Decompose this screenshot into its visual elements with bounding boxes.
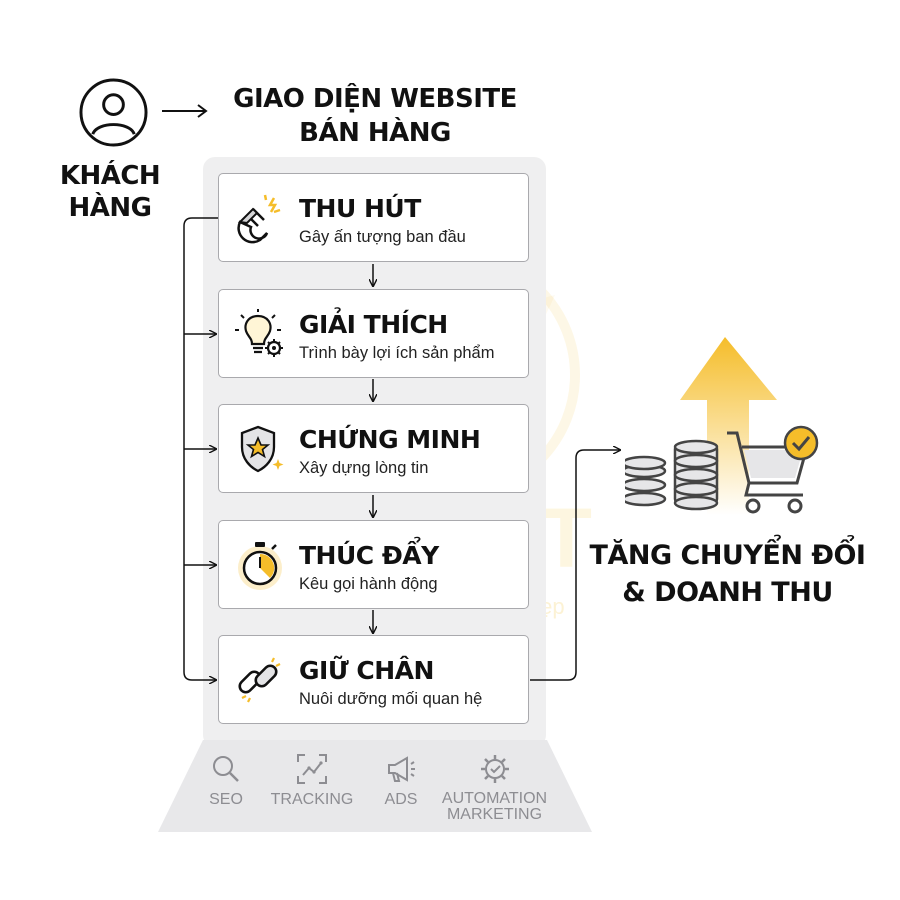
megaphone-icon (388, 756, 415, 782)
step-card-explain: GIẢI THÍCH Trình bày lợi ích sản phẩm (218, 289, 529, 378)
step-subtitle: Gây ấn tượng ban đầu (299, 228, 466, 246)
tool-ads: ADS (371, 753, 431, 808)
right-arrow-icon (162, 104, 208, 118)
step-subtitle: Nuôi dưỡng mối quan hệ (299, 690, 483, 708)
stopwatch-icon (238, 542, 282, 590)
tool-label-line1: AUTOMATION (441, 790, 548, 807)
shopping-cart-check-icon (727, 425, 819, 514)
customer-label-line1: KHÁCH (59, 161, 161, 191)
tool-seo: SEO (195, 753, 257, 808)
step-title: THU HÚT (299, 194, 421, 223)
user-avatar-icon (79, 78, 148, 147)
magnet-icon (237, 194, 281, 244)
shield-star-icon (240, 425, 284, 473)
step-card-push: THÚC ĐẨY Kêu gọi hành động (218, 520, 529, 609)
step-title: GIỮ CHÂN (299, 656, 434, 685)
step-subtitle: Xây dựng lòng tin (299, 459, 429, 477)
step-card-attract: THU HÚT Gây ấn tượng ban đầu (218, 173, 529, 262)
step-subtitle: Trình bày lợi ích sản phẩm (299, 344, 495, 362)
result-label-line2: & DOANH THU (622, 577, 833, 608)
tool-label: AUTOMATION MARKETING (432, 791, 557, 823)
tool-label-line2: MARKETING (446, 806, 543, 823)
tool-label: ADS (384, 791, 418, 808)
website-title-line2: BÁN HÀNG (299, 118, 451, 148)
result-graphic (625, 337, 819, 515)
customer-label: KHÁCH HÀNG (40, 160, 180, 224)
step-title: CHỨNG MINH (299, 425, 481, 454)
tool-label: TRACKING (270, 791, 354, 808)
lightbulb-gear-icon (235, 309, 283, 357)
chain-link-icon (238, 657, 281, 703)
step-title: THÚC ĐẨY (299, 541, 439, 570)
up-arrow-icon (680, 337, 777, 515)
coin-stack-icon (625, 439, 719, 511)
tool-tracking: TRACKING (262, 753, 362, 808)
tool-label: SEO (209, 791, 243, 808)
website-base-stand (158, 740, 592, 832)
step-title: GIẢI THÍCH (299, 310, 448, 339)
result-label: TĂNG CHUYỂN ĐỔI & DOANH THU (585, 537, 870, 611)
tool-automation: AUTOMATION MARKETING (432, 753, 557, 823)
tracking-chart-icon (297, 754, 327, 784)
step-card-prove: CHỨNG MINH Xây dựng lòng tin (218, 404, 529, 493)
step-card-retain: GIỮ CHÂN Nuôi dưỡng mối quan hệ (218, 635, 529, 724)
result-label-line1: TĂNG CHUYỂN ĐỔI (589, 540, 866, 571)
step-subtitle: Kêu gọi hành động (299, 575, 438, 593)
website-title-line1: GIAO DIỆN WEBSITE (233, 84, 517, 114)
customer-label-line2: HÀNG (68, 193, 152, 223)
magnifier-icon (213, 756, 239, 782)
website-title: GIAO DIỆN WEBSITE BÁN HÀNG (200, 82, 550, 150)
gear-check-icon (480, 755, 509, 783)
